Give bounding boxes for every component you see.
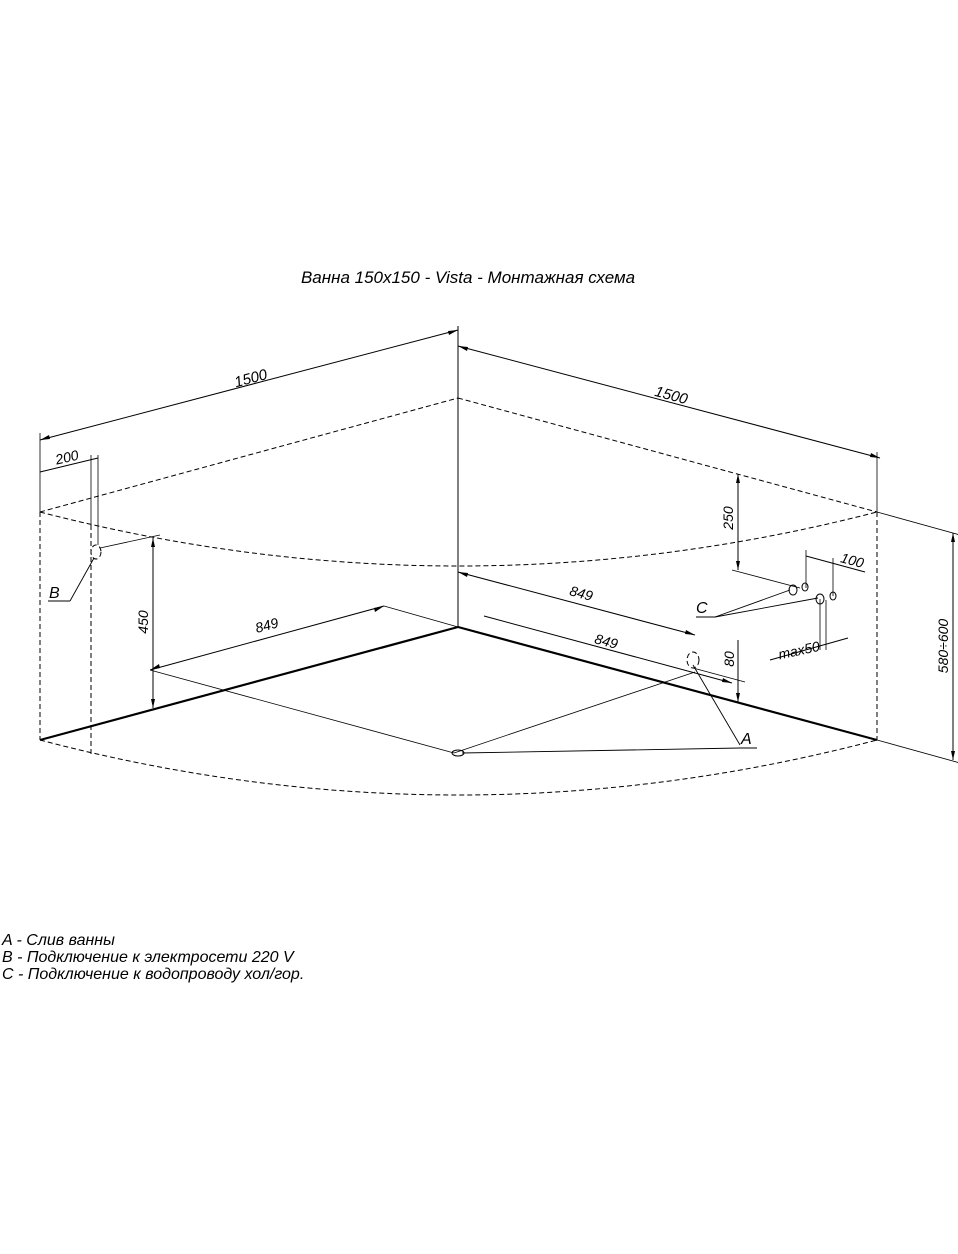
diagram-title: Ванна 150х150 - Vista - Монтажная схема: [301, 268, 635, 287]
dim-top-left-1500: 1500: [39, 326, 459, 512]
dim-label-total: 580÷600: [935, 619, 951, 674]
dim-c-height-250: 250: [720, 474, 801, 589]
label-c-group: C: [696, 589, 819, 618]
dim-label-200: 200: [53, 447, 81, 468]
label-b: B: [49, 585, 60, 602]
dim-c-spacing-100: 100: [805, 549, 866, 596]
dim-label-top-left: 1500: [233, 366, 270, 391]
dim-label-80: 80: [721, 651, 737, 667]
water-pipe-hot-icon: [801, 582, 809, 592]
dim-drain-right-849: 849: [483, 615, 733, 684]
dim-label-max50: max50: [777, 638, 822, 662]
dim-a-height-80: 80: [692, 640, 746, 702]
label-b-group: B: [48, 544, 102, 602]
dim-drain-back-849: 849: [457, 571, 696, 636]
dim-label-849-back: 849: [568, 582, 595, 604]
dim-label-849-right: 849: [593, 630, 620, 652]
dim-label-top-right: 1500: [653, 383, 690, 408]
dim-c-max-50: max50: [769, 637, 849, 662]
dim-label-250: 250: [720, 506, 736, 531]
dim-top-right-1500: 1500: [457, 345, 881, 512]
legend-item-c: C - Подключение к водопроводу хол/гор.: [2, 966, 305, 983]
label-c: C: [696, 600, 708, 617]
dim-drain-left-849: 849: [149, 605, 459, 671]
dim-left-offset-200: 200: [39, 447, 99, 545]
legend-item-b: B - Подключение к электросети 220 V: [2, 949, 294, 966]
label-a-group: A: [461, 651, 757, 754]
bathtub-base: [39, 326, 878, 742]
legend: A - Слив ванны B - Подключение к электро…: [2, 932, 304, 983]
bathtub-rim: [39, 397, 878, 796]
dim-total-height: 580÷600: [876, 511, 958, 763]
label-a: A: [740, 731, 752, 748]
legend-item-a: A - Слив ванны: [2, 932, 115, 949]
dim-label-450: 450: [135, 610, 151, 634]
dim-label-849-left: 849: [253, 614, 280, 636]
dim-b-height-450: 450: [99, 534, 161, 708]
drain-lines: [149, 669, 696, 757]
dim-label-100: 100: [839, 549, 866, 571]
overflow-outlet-icon: [686, 651, 700, 669]
electric-outlet-icon: [90, 544, 102, 560]
